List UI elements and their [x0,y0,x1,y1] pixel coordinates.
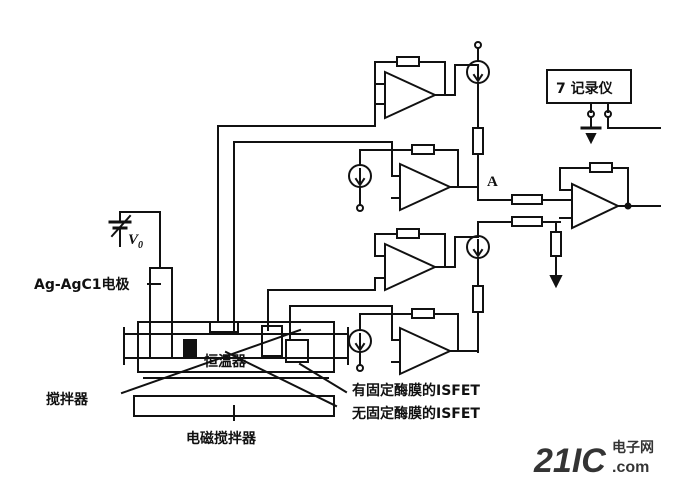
opamp-1 [384,70,438,120]
feedback-resistor-4 [411,308,435,319]
thermostat-label: 恒温器 [204,353,247,370]
resistor-3 [472,285,484,313]
stir-bar [183,339,197,359]
diff-amp [571,182,621,230]
resistor-1 [472,127,484,155]
ground-resistor [550,231,562,257]
reference-electrode-label: Ag-AgC1电极 [34,276,131,293]
feedback-resistor-3 [396,228,420,239]
opamp-4 [399,326,453,376]
bias-voltage-sub: 0 [138,240,143,251]
recorder-label: 7 记录仪 [556,81,614,97]
input-resistor-b [511,216,543,227]
magnetic-stirrer-label: 电磁搅拌器 [186,430,257,447]
input-resistor-a [511,194,543,205]
isfet-plain [285,339,309,363]
isfet-enzyme [261,325,283,357]
opamp-3 [384,242,438,292]
opamp-2 [399,162,453,212]
watermark-brand: 21IC [533,442,606,480]
watermark-logo: 21IC 电子网 .com [533,439,654,480]
watermark-domain: .com [612,459,649,476]
plain-isfet-label: 无固定酶膜的ISFET [351,405,480,422]
feedback-resistor-1 [396,56,420,67]
stirrer-label: 搅拌器 [46,391,89,408]
feedback-resistor-2 [411,144,435,155]
bias-voltage-label: V0 [128,232,143,251]
feedback-resistor-diff [589,162,613,173]
enzyme-isfet-label: 有固定酶膜的ISFET [352,382,480,399]
ag-agcl-electrode [149,267,173,359]
watermark-cn: 电子网 [612,439,654,455]
recorder-box [546,69,632,104]
node-a-label: A [487,174,498,190]
